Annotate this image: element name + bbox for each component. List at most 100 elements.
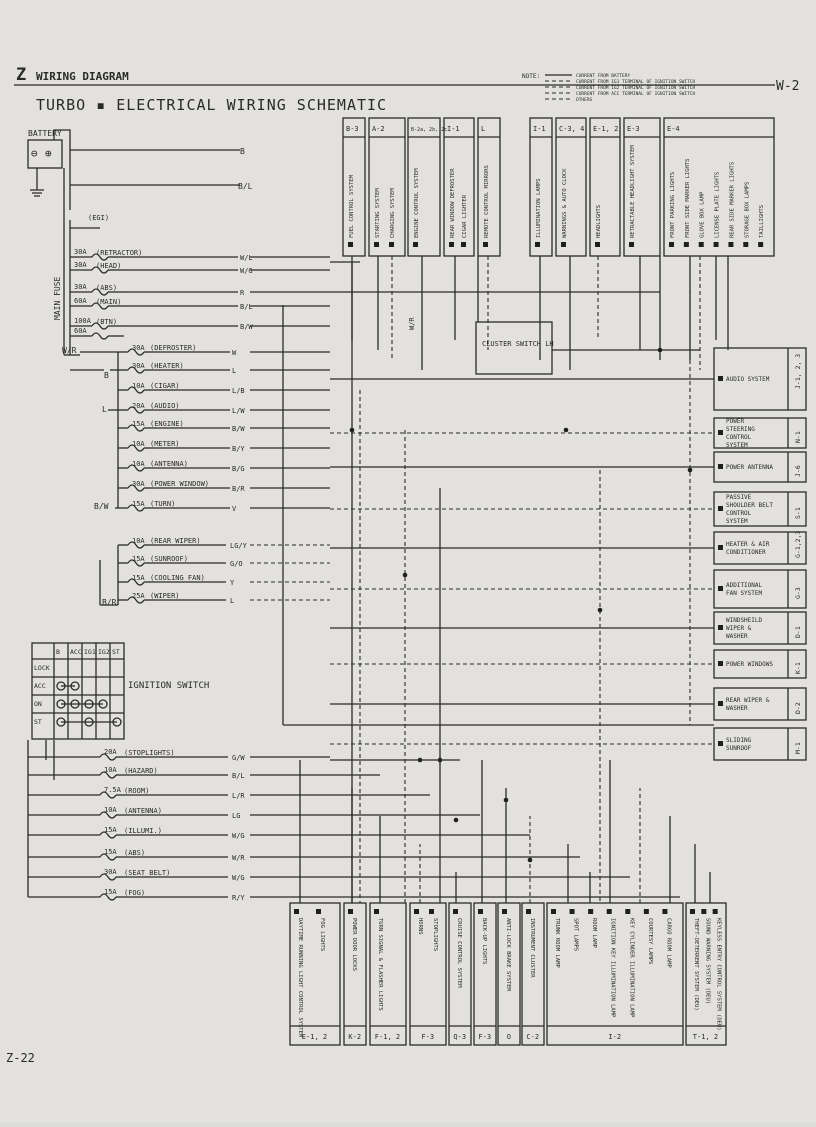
section-title: WIRING DIAGRAM <box>36 70 129 83</box>
connector-code: K-1 <box>794 662 802 674</box>
wire-label: W/G <box>240 267 253 275</box>
fuse-symbol <box>127 464 145 472</box>
connector-pin <box>662 909 668 914</box>
connector-code: F-1, 2 <box>375 1033 400 1041</box>
connector-item: FOG LIGHTS <box>319 918 325 951</box>
connector-pin <box>718 625 723 630</box>
wire-label: V <box>232 505 237 513</box>
ignition-col: ACC <box>70 648 82 656</box>
connector-code: L <box>481 125 485 133</box>
connector-item: CHARGING SYSTEM <box>390 188 396 238</box>
connector-code: I-2 <box>608 1033 621 1041</box>
fuse-name: (ABS) <box>124 849 145 857</box>
battery-symbol <box>27 139 63 169</box>
connector-item: LICENSE PLATE LIGHTS <box>715 172 721 238</box>
connector-box <box>477 117 501 257</box>
page-number: Z-22 <box>6 1051 35 1065</box>
connector-name: WASHER <box>726 633 748 640</box>
connector-name: AUDIO SYSTEM <box>726 376 770 383</box>
connector-box <box>713 417 807 449</box>
fuse-name: (DEFROSTER) <box>150 344 196 352</box>
connector-name: SYSTEM <box>726 442 748 449</box>
junction-dot <box>453 817 459 823</box>
wire-label: R/Y <box>232 894 245 902</box>
connector-item: REAR WINDOW DEFROSTER <box>450 168 456 238</box>
connector-pin <box>718 464 723 469</box>
fuse-amp: 15A <box>132 555 145 563</box>
fuse-name: (WIPER) <box>150 592 180 600</box>
ignition-row: ACC <box>34 682 46 690</box>
connector-pin <box>712 909 718 914</box>
connector-name: STEERING <box>726 426 755 433</box>
connector-item: REMOTE CONTROL MIRRORS <box>484 165 490 238</box>
battery-minus: ⊖ <box>31 147 38 160</box>
wire-label: W/R <box>232 854 245 862</box>
fuse-symbol <box>91 332 109 340</box>
fuse-name: (METER) <box>150 440 180 448</box>
fuse-symbol <box>99 831 117 839</box>
wire-label: G/W <box>232 754 245 762</box>
bus-label: L <box>102 405 107 414</box>
fuse-symbol <box>91 253 109 261</box>
fuse-amp: 60A <box>74 327 87 335</box>
connector-pin <box>374 909 379 914</box>
wire-label: B <box>240 147 245 156</box>
fuse-symbol <box>127 484 145 492</box>
wire-label: B/L <box>238 182 253 191</box>
connector-code: E-4 <box>667 125 680 133</box>
connector-item: WARNINGS & AUTO CLOCK <box>562 168 568 238</box>
wire-label: W/R <box>62 346 77 355</box>
connector-box <box>713 611 807 645</box>
connector-name: HEATER & AIR <box>726 541 770 548</box>
fuse-symbol <box>91 322 109 330</box>
fuse-name: (EGI) <box>88 214 109 222</box>
ignition-col: IG2 <box>98 648 110 656</box>
connector-name: REAR WIPER & <box>726 697 770 704</box>
connector-box <box>443 117 475 257</box>
connector-pin <box>316 909 321 914</box>
connector-code: E-1, 2 <box>593 125 618 133</box>
fuse-symbol <box>127 406 145 414</box>
connector-pin <box>348 909 353 914</box>
connector-pin <box>713 242 719 247</box>
connector-item: REAR SIDE MARKER LIGHTS <box>729 162 735 238</box>
connector-name: WASHER <box>726 705 748 712</box>
junction-dot <box>503 797 509 803</box>
connector-box <box>369 902 407 1046</box>
connector-box <box>497 902 521 1046</box>
bus-label: B <box>104 371 109 380</box>
wire-label: B/G <box>232 465 245 473</box>
connector-item: RETRACTABLE HEADLIGHT SYSTEM <box>630 145 636 238</box>
fuse-amp: 20A <box>104 748 117 756</box>
connector-box <box>342 117 366 257</box>
connector-pin <box>483 242 488 247</box>
connector-item: HORNS <box>417 918 423 935</box>
battery-plus: ⊕ <box>45 147 52 160</box>
connector-box <box>473 902 497 1046</box>
fuse-name: (MAIN) <box>96 298 121 306</box>
connector-pin <box>683 242 689 247</box>
connector-code: D-1 <box>794 626 802 638</box>
fuse-name: (SEAT BELT) <box>124 869 170 877</box>
wire-label: W <box>232 349 237 357</box>
connector-code: C-3, 4 <box>559 125 584 133</box>
ignition-switch-label: IGNITION SWITCH <box>128 681 209 691</box>
fuse-name: (FOG) <box>124 889 145 897</box>
fuse-symbol <box>127 596 145 604</box>
fuse-amp: 15A <box>104 848 117 856</box>
connector-name: POWER <box>726 418 744 425</box>
connector-code: M-1 <box>794 742 802 754</box>
connector-code: A-2 <box>372 125 385 133</box>
fuse-symbol <box>99 791 117 799</box>
connector-item: ROOM LAMP <box>591 918 597 948</box>
connector-code: G-3 <box>794 587 802 599</box>
